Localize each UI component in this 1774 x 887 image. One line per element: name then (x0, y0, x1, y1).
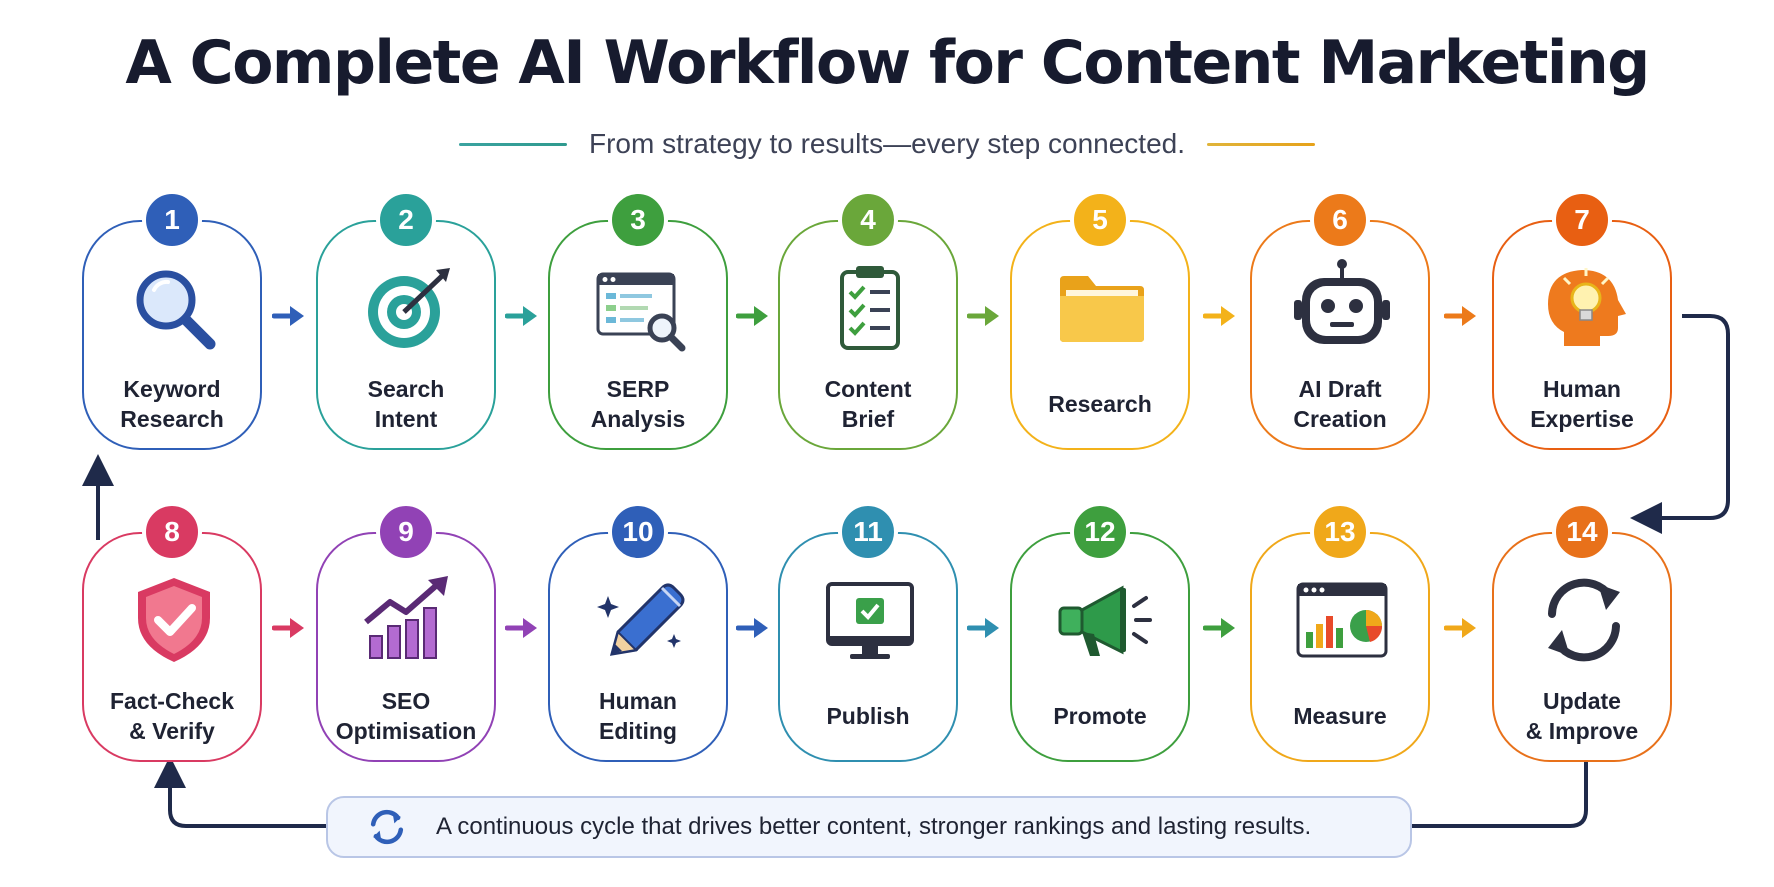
step-number-badge: 9 (376, 502, 436, 562)
step-number-badge: 6 (1310, 190, 1370, 250)
step-card-10: Human Editing (548, 532, 728, 762)
cycle-icon (370, 809, 404, 845)
pencil-icon (590, 570, 690, 670)
cycle-banner-text: A continuous cycle that drives better co… (436, 813, 1312, 840)
flow-arrow-icon (271, 615, 306, 641)
flow-arrow-icon (735, 615, 770, 641)
robot-icon (1292, 258, 1392, 358)
flow-arrow-icon (1202, 303, 1237, 329)
refresh-cycle-icon (1534, 570, 1634, 670)
head-lightbulb-icon (1534, 258, 1634, 358)
flow-arrow-icon (504, 303, 539, 329)
connector-14-to-footer (1412, 762, 1588, 828)
step-card-5: Research (1010, 220, 1190, 450)
step-label: Human Editing (599, 688, 677, 744)
folder-icon (1052, 258, 1152, 358)
page-subtitle: From strategy to results—every step conn… (588, 128, 1186, 159)
step-number-badge: 13 (1310, 502, 1370, 562)
clipboard-icon (820, 258, 920, 358)
step-card-9: SEO Optimisation (316, 532, 496, 762)
step-number-badge: 4 (838, 190, 898, 250)
flow-arrow-icon (966, 303, 1001, 329)
step-label: SEO Optimisation (335, 688, 477, 744)
growth-chart-icon (358, 570, 458, 670)
connector-footer-to-8 (154, 756, 326, 828)
monitor-check-icon (820, 570, 920, 670)
step-card-3: SERP Analysis (548, 220, 728, 450)
step-label: Promote (1053, 703, 1147, 729)
step-number-badge: 7 (1552, 190, 1612, 250)
subtitle-rule-left (458, 142, 567, 146)
step-number-badge: 8 (142, 502, 202, 562)
connector-7-to-14 (1630, 314, 1730, 534)
step-number-badge: 3 (608, 190, 668, 250)
step-card-12: Promote (1010, 532, 1190, 762)
step-card-7: Human Expertise (1492, 220, 1672, 450)
cycle-banner: A continuous cycle that drives better co… (326, 796, 1412, 858)
step-card-1: Keyword Research (82, 220, 262, 450)
step-number-badge: 5 (1070, 190, 1130, 250)
megaphone-icon (1052, 570, 1152, 670)
step-card-14: Update & Improve (1492, 532, 1672, 762)
step-label: Update & Improve (1525, 688, 1639, 744)
step-label: Fact-Check & Verify (110, 688, 234, 744)
step-number-badge: 11 (838, 502, 898, 562)
step-card-8: Fact-Check & Verify (82, 532, 262, 762)
step-label: Measure (1293, 703, 1387, 729)
step-card-4: Content Brief (778, 220, 958, 450)
flow-arrow-icon (1443, 303, 1478, 329)
step-label: SERP Analysis (590, 376, 686, 432)
step-number-badge: 14 (1552, 502, 1612, 562)
browser-search-icon (590, 258, 690, 358)
step-number-badge: 1 (142, 190, 202, 250)
step-card-13: Measure (1250, 532, 1430, 762)
flow-arrow-icon (1443, 615, 1478, 641)
step-number-badge: 10 (608, 502, 668, 562)
target-icon (358, 258, 458, 358)
step-card-11: Publish (778, 532, 958, 762)
flow-arrow-icon (504, 615, 539, 641)
dashboard-icon (1292, 570, 1392, 670)
flow-arrow-icon (735, 303, 770, 329)
step-label: Keyword Research (120, 376, 224, 432)
step-label: Research (1048, 391, 1152, 417)
step-number-badge: 12 (1070, 502, 1130, 562)
step-label: Human Expertise (1530, 376, 1634, 432)
flow-arrow-icon (271, 303, 306, 329)
subtitle-row: From strategy to results—every step conn… (0, 124, 1774, 164)
step-label: AI Draft Creation (1293, 376, 1387, 432)
step-card-6: AI Draft Creation (1250, 220, 1430, 450)
step-label: Search Intent (367, 376, 445, 432)
step-label: Content Brief (824, 376, 912, 432)
step-card-2: Search Intent (316, 220, 496, 450)
subtitle-rule-right (1207, 142, 1316, 146)
magnifier-icon (124, 258, 224, 358)
shield-check-icon (124, 570, 224, 670)
step-number-badge: 2 (376, 190, 436, 250)
flow-arrow-icon (1202, 615, 1237, 641)
page-title: A Complete AI Workflow for Content Marke… (125, 28, 1650, 98)
flow-arrow-icon (966, 615, 1001, 641)
step-label: Publish (826, 703, 910, 729)
